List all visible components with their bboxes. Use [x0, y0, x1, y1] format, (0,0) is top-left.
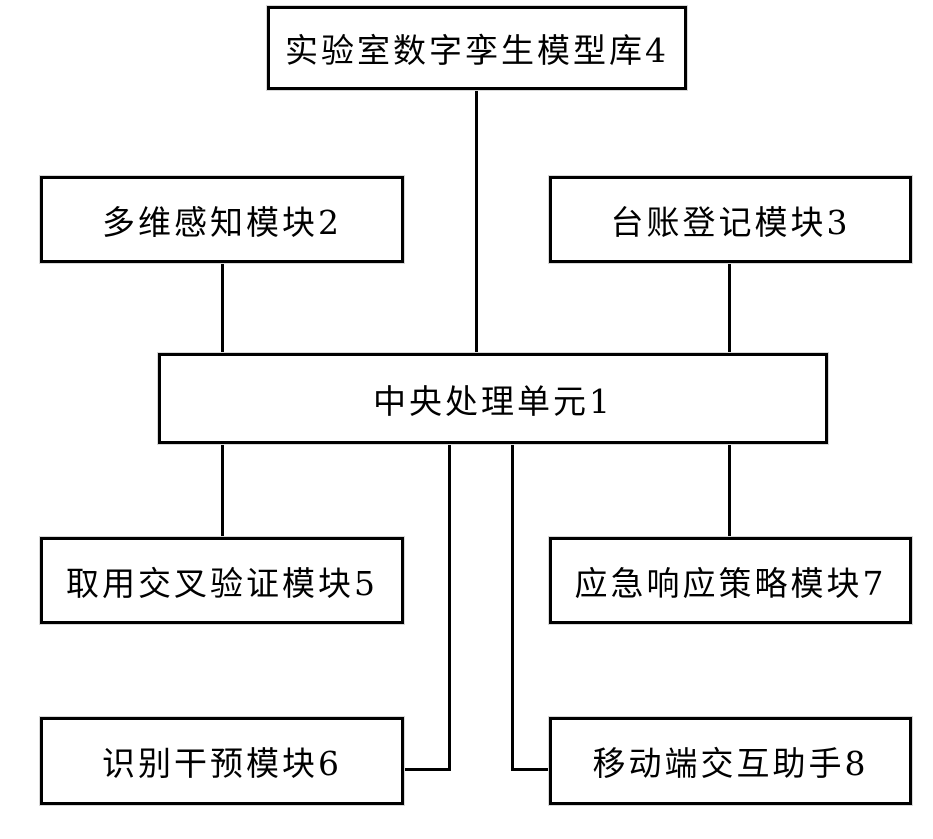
node-emergency-label: 应急响应策略模块7 [574, 563, 887, 603]
node-model-library-label: 实验室数字孪生模型库4 [285, 31, 669, 70]
connector-cpu-to-intervention-vertical [448, 442, 451, 771]
connector-model-library-to-cpu [475, 88, 478, 354]
node-cross-validation-label: 取用交叉验证模块5 [66, 563, 378, 603]
connector-cpu-to-emergency [728, 442, 731, 538]
node-ledger-label: 台账登记模块3 [610, 202, 851, 242]
connector-cpu-to-mobile-vertical [511, 442, 514, 771]
connector-ledger-to-cpu [728, 261, 731, 354]
node-cpu: 中央处理单元1 [158, 353, 828, 444]
connector-cpu-to-mobile-horizontal [511, 768, 551, 771]
node-cross-validation: 取用交叉验证模块5 [40, 537, 404, 624]
node-intervention-label: 识别干预模块6 [102, 744, 342, 783]
node-mobile-assistant-label: 移动端交互助手8 [592, 744, 869, 783]
node-mobile-assistant: 移动端交互助手8 [549, 717, 912, 805]
node-model-library: 实验室数字孪生模型库4 [267, 6, 687, 90]
connector-perception-to-cpu [221, 261, 224, 354]
node-perception: 多维感知模块2 [40, 176, 404, 263]
node-ledger: 台账登记模块3 [549, 176, 912, 263]
connector-cpu-to-cross-validation [221, 442, 224, 538]
node-cpu-label: 中央处理单元1 [373, 381, 613, 421]
node-emergency: 应急响应策略模块7 [549, 537, 912, 624]
node-perception-label: 多维感知模块2 [102, 202, 342, 242]
node-intervention: 识别干预模块6 [40, 717, 404, 805]
connector-cpu-to-intervention-horizontal [402, 768, 451, 771]
